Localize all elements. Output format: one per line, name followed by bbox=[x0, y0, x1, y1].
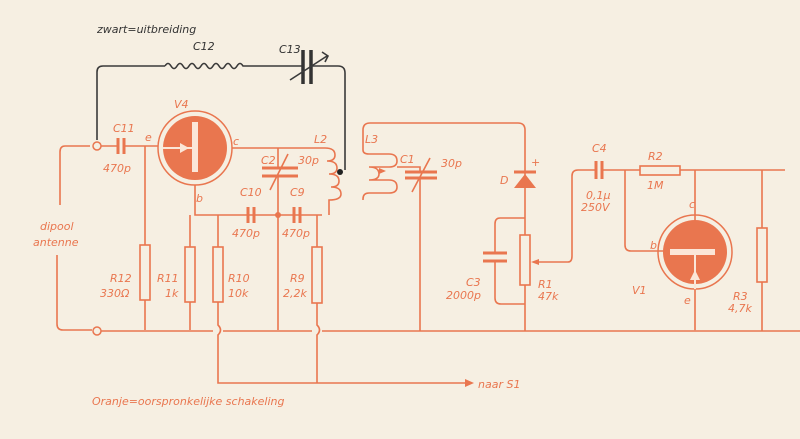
legend-orange: Oranje=oorspronkelijke schakeling bbox=[92, 395, 285, 408]
label-r3-val: 4,7k bbox=[728, 302, 752, 315]
label-c4-val: 0,1µ bbox=[586, 189, 611, 202]
original-circuit bbox=[56, 110, 800, 387]
label-c1-val: 30p bbox=[441, 157, 462, 170]
label-r1-val: 47k bbox=[538, 290, 559, 303]
label-c13: C13 bbox=[279, 43, 301, 56]
label-v1-b: b bbox=[650, 239, 657, 252]
r2-resistor bbox=[639, 165, 681, 176]
label-c11-val: 470p bbox=[103, 162, 131, 175]
label-c4-voltage: 250V bbox=[581, 201, 611, 214]
label-c2-val: 30p bbox=[298, 154, 319, 167]
label-v4-b: b bbox=[196, 192, 203, 205]
label-c12: C12 bbox=[193, 40, 215, 53]
label-r12-val: 330Ω bbox=[100, 287, 130, 300]
label-d-polarity: + bbox=[531, 156, 540, 169]
label-c3: C3 bbox=[466, 276, 481, 289]
label-v1: V1 bbox=[632, 284, 647, 297]
label-c11: C11 bbox=[113, 122, 135, 135]
input-terminal bbox=[92, 141, 102, 151]
label-c10: C10 bbox=[240, 186, 262, 199]
label-r3: R3 bbox=[733, 290, 748, 303]
label-c9-val: 470p bbox=[282, 227, 310, 240]
label-r9-val: 2,2k bbox=[283, 287, 307, 300]
label-l2: L2 bbox=[314, 133, 327, 146]
label-l3: L3 bbox=[365, 133, 378, 146]
label-v4-c: c bbox=[233, 135, 239, 148]
label-r10: R10 bbox=[228, 272, 250, 285]
legend-black: zwart=uitbreiding bbox=[96, 23, 196, 36]
output-label: naar S1 bbox=[478, 378, 520, 391]
label-c4: C4 bbox=[592, 142, 607, 155]
label-v1-c: c bbox=[689, 198, 695, 211]
label-r2-val: 1M bbox=[647, 179, 664, 192]
antenna-label-line1: dipool bbox=[40, 220, 74, 233]
label-v4-e: e bbox=[145, 131, 152, 144]
label-v4: V4 bbox=[174, 98, 189, 111]
label-c1: C1 bbox=[400, 153, 415, 166]
label-c9: C9 bbox=[290, 186, 305, 199]
label-r10-val: 10k bbox=[228, 287, 249, 300]
label-r12: R12 bbox=[110, 272, 132, 285]
coil-c12 bbox=[164, 62, 302, 70]
r1-potentiometer bbox=[519, 234, 531, 286]
ground-terminal bbox=[92, 326, 102, 336]
antenna-label-line2: antenne bbox=[33, 236, 79, 249]
label-c10-val: 470p bbox=[232, 227, 260, 240]
label-r1: R1 bbox=[538, 278, 553, 291]
label-d: D bbox=[500, 174, 508, 187]
label-r9: R9 bbox=[290, 272, 305, 285]
label-r11: R11 bbox=[157, 272, 179, 285]
label-r2: R2 bbox=[648, 150, 663, 163]
label-c3-val: 2000p bbox=[446, 289, 481, 302]
label-r11-val: 1k bbox=[165, 287, 179, 300]
label-c2: C2 bbox=[261, 154, 276, 167]
label-v1-e: e bbox=[684, 294, 691, 307]
extension-loop bbox=[96, 50, 346, 175]
